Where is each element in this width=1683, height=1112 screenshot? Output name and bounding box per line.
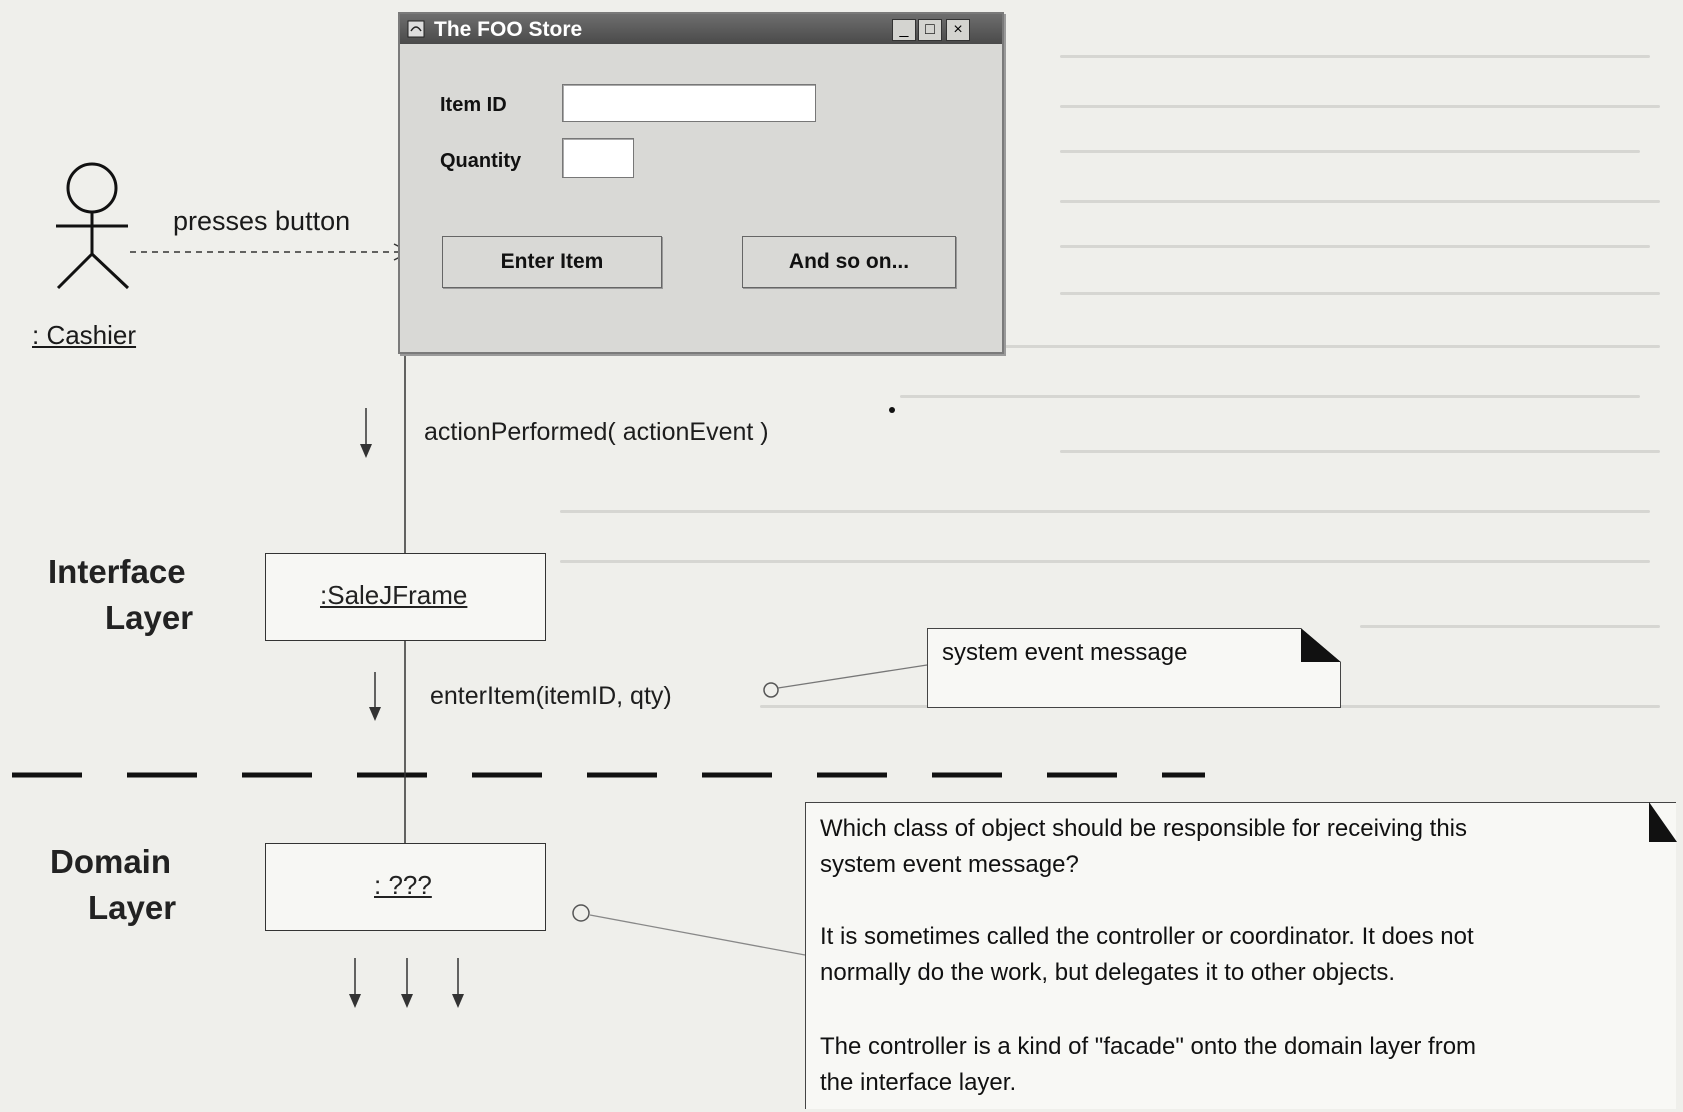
controller-note-line-4: normally do the work, but delegates it t… [820, 959, 1395, 986]
sale-jframe-label: :SaleJFrame [320, 580, 468, 610]
system-event-note: system event message [927, 628, 1341, 708]
sale-jframe-box: :SaleJFrame [265, 553, 546, 641]
presses-button-label: presses button [173, 206, 351, 236]
domain-layer-label-2: Layer [88, 889, 177, 926]
controller-note-line-2: system event message? [820, 851, 1079, 878]
note-fold-icon [1301, 628, 1341, 662]
enter-item-button[interactable]: Enter Item [442, 236, 662, 288]
controller-note-line-6: the interface layer. [820, 1069, 1017, 1096]
controller-note: Which class of object should be responsi… [805, 802, 1677, 1109]
maximize-button[interactable]: □ [918, 19, 942, 41]
enter-item-message: enterItem(itemID, qty) [430, 682, 672, 710]
controller-note-line-1: Which class of object should be responsi… [820, 815, 1467, 842]
and-so-on-button[interactable]: And so on... [742, 236, 956, 288]
app-icon [407, 20, 425, 38]
note-anchor-system [777, 664, 928, 689]
note-fold-icon [1649, 802, 1677, 842]
domain-layer-label-1: Domain [50, 843, 172, 880]
item-id-field[interactable] [562, 84, 816, 122]
unknown-controller-box: : ??? [265, 843, 546, 931]
window-titlebar[interactable]: The FOO Store _ □ × [400, 14, 1002, 44]
item-id-label: Item ID [440, 94, 507, 116]
foo-store-window: The FOO Store _ □ × Item ID Quantity Ent… [398, 12, 1004, 354]
controller-note-line-5: The controller is a kind of "facade" ont… [820, 1033, 1477, 1060]
quantity-field[interactable] [562, 138, 634, 178]
action-performed-message: actionPerformed( actionEvent ) [424, 418, 769, 446]
quantity-label: Quantity [440, 150, 522, 172]
close-button[interactable]: × [946, 19, 970, 41]
minimize-button[interactable]: _ [892, 19, 916, 41]
unknown-controller-label: : ??? [374, 870, 432, 900]
note-anchor-controller [589, 914, 806, 956]
interface-layer-label-1: Interface [48, 553, 186, 590]
system-event-note-text: system event message [942, 639, 1188, 666]
controller-note-line-3: It is sometimes called the controller or… [820, 923, 1474, 950]
actor-name: : Cashier [32, 320, 137, 350]
interface-layer-label-2: Layer [105, 599, 194, 636]
cashier-actor-icon [56, 162, 130, 290]
window-title: The FOO Store [434, 18, 583, 41]
